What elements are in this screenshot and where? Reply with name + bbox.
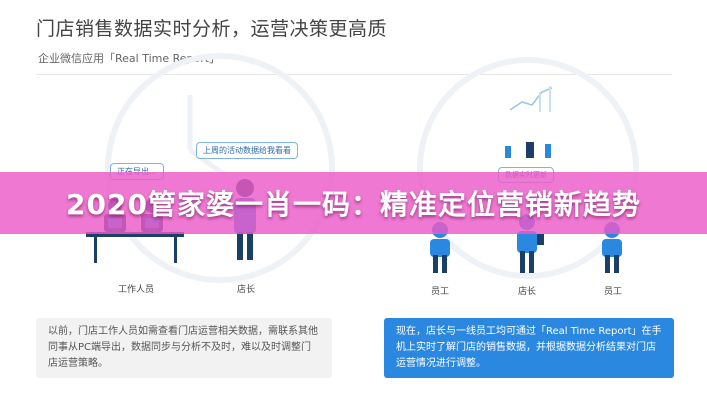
label-manager-right: 店长 — [518, 287, 537, 297]
manager-request-bubble: 上周的活动数据给我看看 — [196, 142, 298, 159]
before-description-panel: 以前，门店工作人员如需查看门店运营相关数据，需联系其他同事从PC端导出，数据同步… — [36, 318, 332, 378]
after-description-panel: 现在，店长与一线员工均可通过「Real Time Report」在手机上实时了解… — [384, 318, 674, 378]
bar-icon-1 — [505, 146, 511, 158]
cup-icon — [526, 142, 534, 158]
page-subtitle: 企业微信应用「Real Time Report」 — [38, 52, 221, 65]
bar-icon-2 — [545, 144, 551, 158]
left-clock-hand-2 — [188, 147, 227, 178]
right-circle-decoration — [417, 57, 639, 279]
trend-line-icon — [509, 87, 553, 111]
label-employee-2: 员工 — [604, 287, 623, 297]
overlay-banner: 2020管家婆一肖一码：精准定位营销新趋势 — [0, 172, 707, 234]
label-employee-1: 员工 — [431, 287, 450, 297]
label-manager-left: 店长 — [237, 285, 256, 295]
banner-text: 2020管家婆一肖一码：精准定位营销新趋势 — [66, 188, 641, 221]
header-divider — [36, 74, 672, 75]
left-circle-decoration — [105, 53, 335, 283]
desk-icon — [86, 232, 184, 237]
page-title: 门店销售数据实时分析，运营决策更高质 — [36, 18, 388, 40]
label-staff: 工作人员 — [118, 285, 155, 295]
